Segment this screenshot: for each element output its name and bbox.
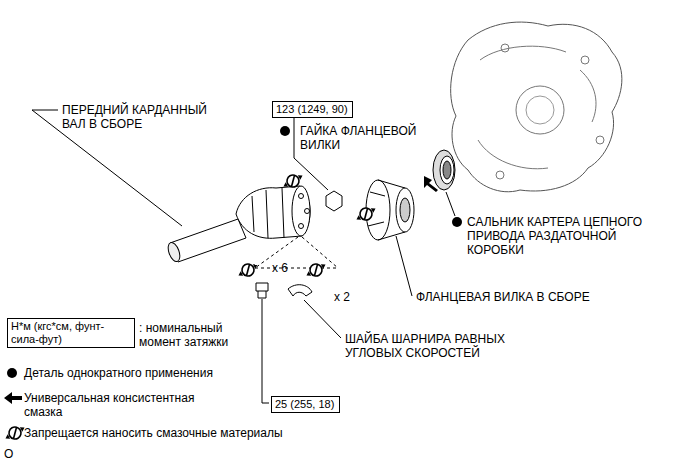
part-name: ГАЙКА ФЛАНЦЕВОЙ ВИЛКИ xyxy=(300,124,430,152)
torque-box: 25 (255, 18) xyxy=(271,396,340,413)
quantity-label: x 6 xyxy=(272,261,288,275)
quantity-label: x 2 xyxy=(334,290,350,304)
part-name: ФЛАНЦЕВАЯ ВИЛКА В СБОРЕ xyxy=(416,290,646,304)
part-name: ШАЙБА ШАРНИРА РАВНЫХ УГЛОВЫХ СКОРОСТЕЙ xyxy=(345,332,545,360)
node-text: 123 (1249, 90) xyxy=(276,103,349,116)
part-name: САЛЬНИК КАРТЕРА ЦЕПНОГО ПРИВОДА РАЗДАТОЧ… xyxy=(467,215,647,257)
torque-box: 123 (1249, 90) xyxy=(272,101,353,118)
legend-text: Универсальная консистентная смазка xyxy=(24,391,224,419)
legend-text: Деталь однократного применения xyxy=(24,366,324,380)
figure-id: O xyxy=(4,447,13,461)
legend-key-box: Н*м (кгс*см, фунт-сила-фут) xyxy=(7,318,135,348)
part-name: ПЕРЕДНИЙ КАРДАННЫЙ ВАЛ В СБОРЕ xyxy=(62,103,212,131)
node-text: 25 (255, 18) xyxy=(275,398,336,411)
legend-text: : номинальный момент затяжки xyxy=(139,321,259,349)
node-text: Н*м (кгс*см, фунт-сила-фут) xyxy=(11,320,131,346)
legend-text: Запрещается наносить смазочные материалы xyxy=(24,426,344,440)
